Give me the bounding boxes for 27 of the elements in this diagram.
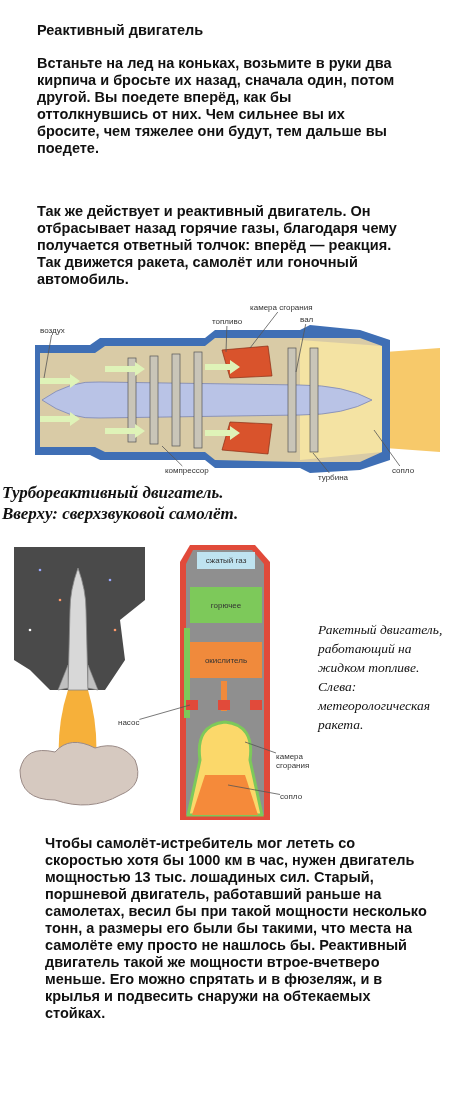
figure-caption: Турбореактивный двигатель. Вверху: сверхзвуковой самолёт. [2, 482, 240, 524]
part-label: вал [300, 315, 314, 324]
title: Реактивный двигатель [37, 22, 204, 39]
body-paragraph: Так же действует и реактивный двигатель. Он отбрасывает назад горячие газы, благодаря чему получается ответный толчок: вперёд — реакция. Так движется ракета, самолёт или гоночный автомобиль. [37, 203, 397, 288]
gas-tank: сжатый газ [197, 552, 255, 569]
figure-caption: Ракетный двигатель, работающий на жидком топливе. Слева: метеорологическая ракета. [318, 621, 444, 734]
fuel-tank: горючее [190, 587, 262, 623]
part-label: компрессор [165, 466, 209, 475]
part-label: сопло [392, 466, 415, 475]
part-label: топливо [212, 317, 243, 326]
part-label: насос [118, 718, 140, 727]
leader-line [139, 704, 191, 720]
body-paragraph: Встаньте на лед на коньках, возьмите в руки два кирпича и бросьте их назад, сначала один, потом другой. Вы поедете вперёд, как бы оттолкнувшись от них. Чем сильнее вы их бросите, чем тяжелее они будут, тем дальше вы поедете. [37, 55, 396, 157]
leader-line [43, 334, 52, 379]
leader-line [161, 445, 183, 467]
part-label: камера сгорания [276, 752, 321, 770]
leader-line [249, 311, 279, 349]
leader-line [312, 452, 330, 474]
part-label: воздух [40, 326, 65, 335]
part-label: камера сгорания [250, 303, 313, 312]
leader-line [225, 325, 228, 353]
part-label: сопло [280, 792, 303, 801]
leader-line [373, 429, 401, 467]
part-label: турбина [318, 473, 349, 482]
body-paragraph: Чтобы самолёт-истребитель мог лететь со скоростью хотя бы 1000 км в час, нужен двигатель мощностью 13 тыс. лошадиных сил. Старый, поршневой двигатель, работавший раньше на самолетах, весил бы при такой мощности несколько тонн, а размеры его были бы такими, что места на самолёте ему просто не нашлось бы. Реактивный двигатель такой же мощности втрое-вчетверо меньше. Его можно спрятать и в фюзеляж, и в крылья и подвесить снаружи на обтекаемых стойках. [45, 835, 428, 1022]
leader-line [227, 784, 281, 795]
oxidizer-tank: окислитель [190, 642, 262, 678]
